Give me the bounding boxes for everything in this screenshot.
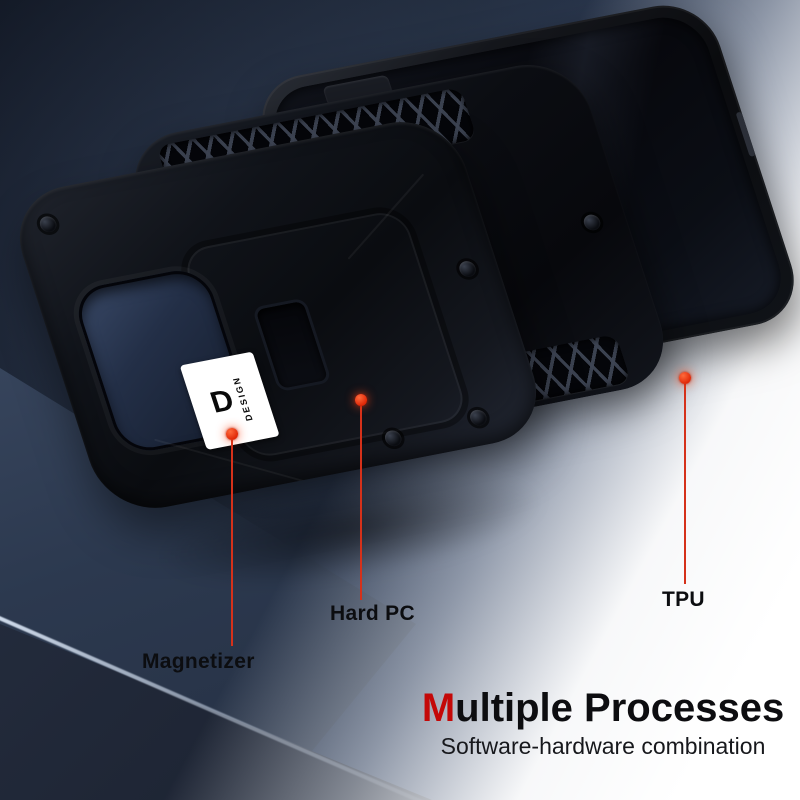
leader-line-magnetizer	[231, 440, 233, 646]
headline: Multiple Processes	[406, 686, 800, 730]
screw-icon	[581, 213, 603, 232]
leader-line-tpu	[684, 384, 686, 584]
screw-icon	[382, 429, 404, 448]
screw-icon	[467, 408, 489, 427]
logo-glyph: D	[206, 383, 238, 420]
label-tpu: TPU	[662, 588, 705, 611]
label-magnetizer: Magnetizer	[142, 650, 255, 673]
headline-rest-text: ultiple Processes	[455, 686, 785, 730]
marker-dot-magnetizer	[226, 428, 238, 440]
screw-icon	[37, 215, 59, 234]
headline-subtitle: Software-hardware combination	[440, 733, 766, 759]
headline-accent-letter: M	[421, 686, 456, 730]
marker-dot-tpu	[679, 372, 691, 384]
leader-line-hard-pc	[360, 406, 362, 600]
headline-block: Multiple Processes Software-hardware com…	[406, 686, 800, 760]
marker-dot-hard-pc	[355, 394, 367, 406]
label-hard-pc: Hard PC	[330, 602, 415, 625]
screw-icon	[457, 259, 478, 279]
